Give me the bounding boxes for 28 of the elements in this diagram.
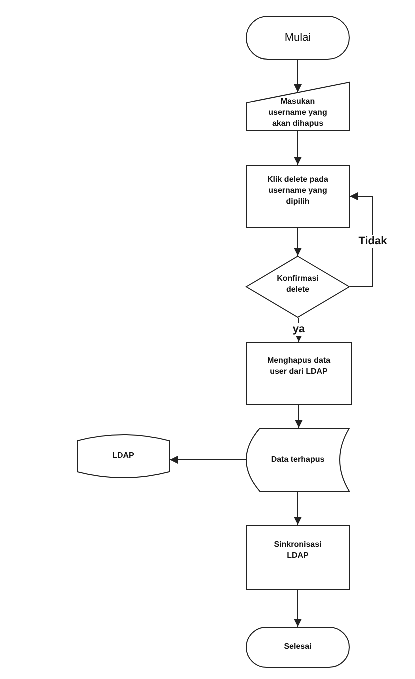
edge-label: ya (292, 324, 306, 336)
arrow (294, 60, 302, 94)
stored-data-shape (246, 428, 350, 492)
edge-label: Tidak (358, 235, 388, 248)
node-label: Sinkronisasi LDAP (273, 540, 323, 562)
arrow (294, 492, 302, 526)
node-label: LDAP (112, 451, 134, 462)
node-label: Klik delete pada username yang dipilih (266, 175, 330, 208)
node-label: Menghapus data user dari LDAP (266, 356, 332, 378)
process-box (246, 342, 352, 405)
arrow (294, 130, 302, 166)
arrow (295, 404, 303, 428)
node-label: Selesai (284, 642, 312, 653)
arrow (294, 590, 302, 628)
node-label: Mulai (284, 30, 312, 46)
node-label: Masukan username yang akan dihapus (268, 97, 328, 130)
manual-input-shape (246, 82, 350, 131)
process-box (246, 525, 350, 590)
terminator-shape (246, 16, 350, 60)
process-box (246, 165, 350, 228)
arrow (350, 192, 374, 288)
decision-diamond (246, 256, 350, 318)
node-label: Konfirmasi delete (276, 274, 320, 296)
storage-drum-shape (77, 433, 170, 480)
arrow (170, 456, 246, 464)
terminator-shape (246, 627, 350, 668)
arrow (294, 228, 302, 256)
node-label: Data terhapus (271, 454, 325, 466)
